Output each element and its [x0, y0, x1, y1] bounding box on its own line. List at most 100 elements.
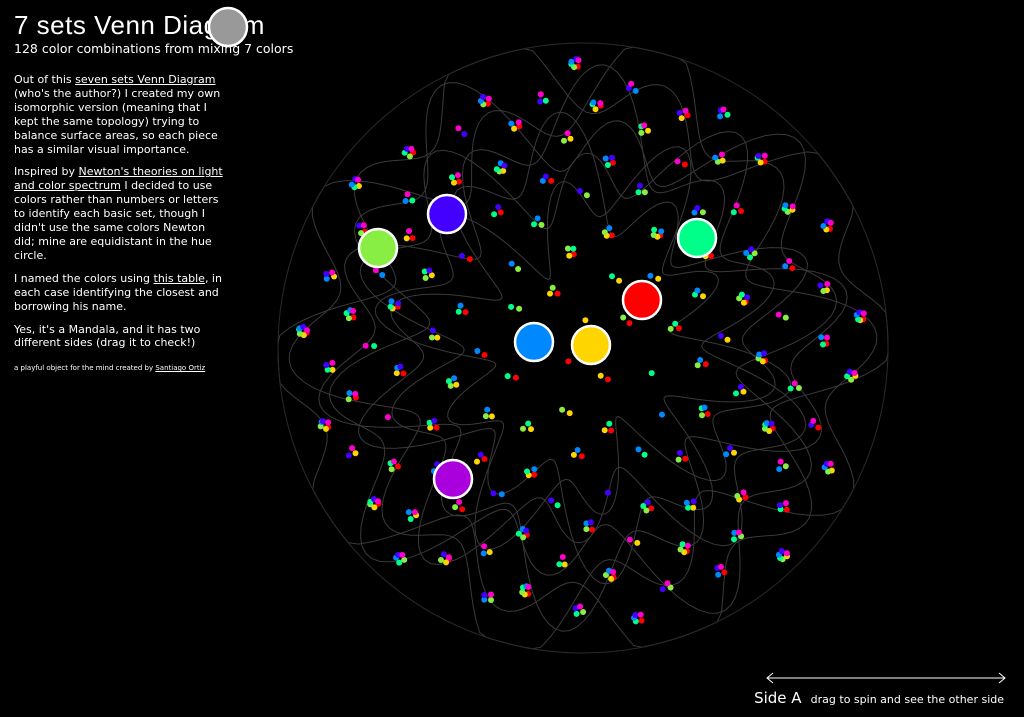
combination-cluster [568, 56, 582, 71]
combination-dot [519, 589, 526, 596]
newton-link[interactable]: Newton's theories on light and color spe… [14, 165, 223, 193]
credit-line: a playful object for the mind created by… [14, 364, 226, 373]
combination-dot [679, 541, 686, 548]
combination-dot [738, 208, 744, 214]
combination-dot [747, 254, 753, 261]
combination-dot [477, 451, 484, 458]
combination-dot [824, 281, 831, 287]
combination-dot [466, 256, 473, 263]
combination-dot [323, 270, 330, 277]
combination-cluster [384, 414, 391, 421]
combination-dot [694, 362, 701, 369]
combination-dot [744, 294, 751, 301]
combination-dot [690, 504, 697, 511]
combination-dot [723, 451, 730, 458]
combination-dot [484, 406, 491, 413]
set-outline-6 [288, 46, 878, 650]
combination-dot [820, 223, 827, 229]
combination-dot [737, 383, 744, 390]
combination-dot [564, 245, 571, 252]
combination-dot [702, 361, 709, 368]
combination-dot [397, 363, 404, 370]
combination-dot [640, 503, 647, 509]
combination-dot [539, 177, 546, 184]
combination-cluster [445, 375, 460, 389]
combination-dot [525, 584, 532, 590]
combination-dot [751, 250, 758, 257]
combination-dot [778, 548, 785, 554]
combination-dot [564, 130, 571, 137]
combination-dot [451, 179, 457, 186]
combination-dot [757, 159, 764, 166]
set-marker-lime[interactable] [357, 227, 399, 269]
set-marker-purple[interactable] [432, 458, 474, 500]
venn-diagram-link[interactable]: seven sets Venn Diagram [75, 73, 216, 86]
combination-dot [700, 293, 706, 300]
combination-cluster [393, 363, 407, 377]
combination-dot [699, 412, 705, 419]
combination-dot [455, 308, 462, 315]
combination-dot [406, 228, 412, 234]
combination-dot [761, 152, 768, 159]
combination-dot [776, 466, 783, 473]
combination-cluster [853, 309, 867, 324]
intro-p1-author: (who's the author?) [14, 86, 122, 100]
combination-dot [456, 178, 462, 185]
combination-dot [719, 157, 726, 164]
combination-dot [459, 506, 466, 513]
combination-dot [589, 526, 596, 533]
combination-dot [632, 612, 639, 618]
author-link[interactable]: Santiago Ortiz [155, 364, 206, 373]
combination-dot [635, 189, 642, 196]
combination-dot [447, 382, 454, 389]
combination-dot [404, 191, 411, 198]
combination-dot [515, 119, 522, 126]
combination-dot [645, 127, 651, 134]
combination-cluster [640, 499, 655, 514]
set-marker-violet[interactable] [426, 193, 468, 235]
combination-dot [641, 122, 648, 129]
combination-cluster [452, 499, 466, 513]
drag-arrow-icon [766, 672, 1006, 684]
combination-cluster [345, 390, 359, 403]
combination-cluster [620, 314, 633, 327]
combination-dot [577, 603, 584, 610]
color-table-link[interactable]: this table [153, 271, 205, 285]
combination-cluster [438, 551, 452, 566]
combination-dot [659, 411, 665, 418]
side-indicator[interactable]: Side A drag to spin and see the other si… [754, 688, 1004, 707]
combination-dot [761, 350, 768, 357]
combination-cluster [323, 359, 336, 373]
combination-cluster [736, 291, 751, 306]
combination-dot [493, 166, 500, 173]
set-marker-red[interactable] [621, 279, 663, 321]
combination-dot [524, 468, 530, 475]
set-marker-yellow[interactable] [570, 324, 612, 366]
combination-dot [403, 235, 410, 242]
intro-paragraph-2: Inspired by Newton's theories on light a… [14, 165, 226, 262]
combination-dot [349, 445, 356, 452]
combination-cluster [490, 490, 505, 498]
combination-dot [721, 569, 728, 576]
combination-dot [580, 609, 587, 615]
set-marker-gray[interactable] [207, 6, 249, 48]
combination-cluster [808, 417, 822, 431]
combination-dot [786, 258, 793, 264]
combination-dot [455, 125, 462, 132]
combination-cluster [504, 373, 519, 381]
combination-dot [495, 204, 502, 210]
combination-dot [296, 330, 303, 337]
combination-dot [395, 463, 401, 470]
set-marker-green[interactable] [676, 217, 718, 259]
combination-cluster [818, 334, 830, 348]
combination-dot [304, 327, 311, 334]
combination-dot [795, 385, 802, 391]
combination-dot [329, 366, 336, 373]
set-markers[interactable] [207, 6, 718, 500]
combination-dot [485, 95, 492, 102]
combination-cluster [449, 172, 462, 186]
set-marker-azure[interactable] [513, 321, 555, 363]
combination-dot [789, 203, 796, 210]
combination-dot [720, 106, 727, 113]
